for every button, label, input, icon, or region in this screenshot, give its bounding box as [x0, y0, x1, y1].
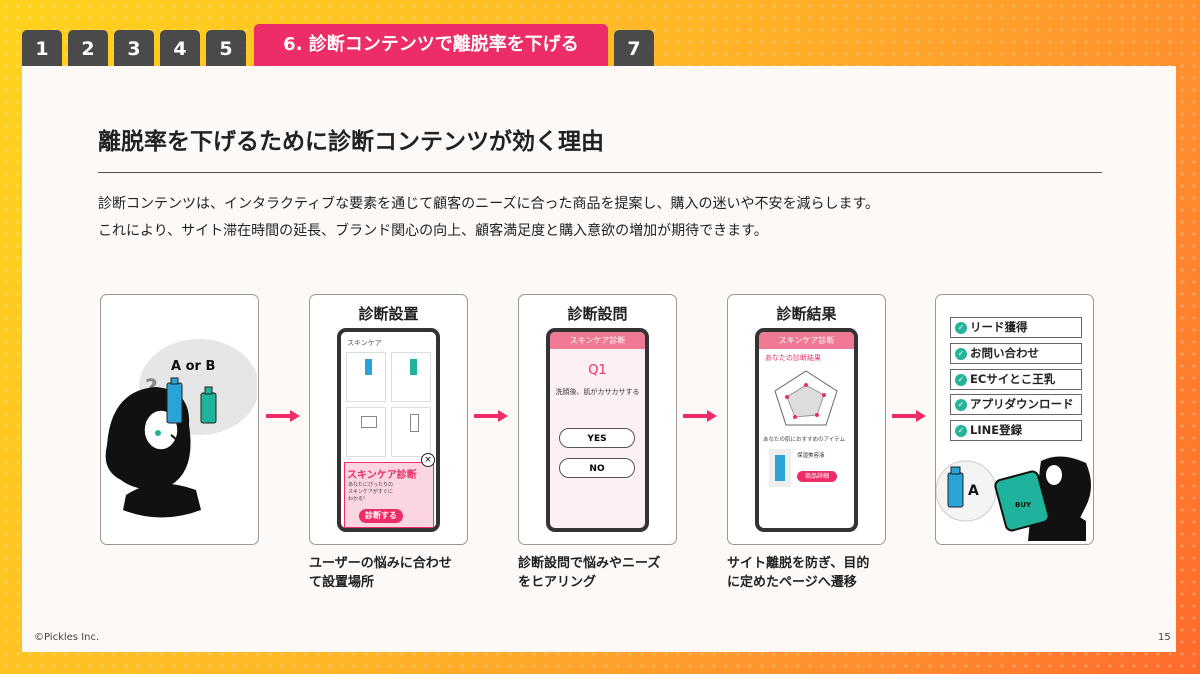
question-text: 洗顔後、肌がカサカサする: [555, 388, 640, 396]
thinking-woman-illustration: ?: [105, 339, 257, 518]
product-tile: [391, 407, 431, 457]
a-or-b-label: A or B: [171, 359, 216, 374]
description-line-2: これにより、サイト滞在時間の延長、ブランド関心の向上、顧客満足度と購入意欲の増加…: [98, 223, 768, 239]
radar-chart-icon: [774, 370, 838, 426]
diagnosis-header-bar: スキンケア診断: [550, 332, 645, 349]
yes-button[interactable]: YES: [559, 428, 635, 448]
phone-mockup-result: スキンケア診断 あなたの診断結果 あなたの肌におすすめのアイテム 保湿美容液 商…: [755, 328, 858, 532]
panel-questions: 診断設問 スキンケア診断 Q1 洗顔後、肌がカサカサする YES NO: [518, 294, 677, 545]
goal-item-ec: ✓ECサイとこ王乳: [950, 369, 1082, 390]
arrow-right-3: [683, 410, 717, 422]
product-a-label: A: [968, 483, 979, 499]
store-header: スキンケア: [347, 339, 382, 347]
result-label: あなたの診断結果: [765, 354, 821, 362]
slide-card: 離脱率を下げるために診断コンテンツが効く理由 診断コンテンツは、インタラクティブ…: [22, 66, 1176, 652]
tab-5[interactable]: 5: [206, 30, 246, 66]
panel-user-thinking: ? A or B: [100, 294, 259, 545]
check-icon: ✓: [955, 347, 967, 360]
panel-goals: ✓リード獲得 ✓お問い合わせ ✓ECサイとこ王乳 ✓アプリダウンロード ✓LIN…: [935, 294, 1094, 545]
panel-title-setup: 診断設置: [358, 305, 419, 323]
product-tile: [391, 352, 431, 402]
popup-title: スキンケア診断: [347, 470, 417, 481]
panel-title-results: 診断結果: [776, 305, 837, 323]
shopping-woman-illustration: [936, 456, 1091, 541]
popup-diagnose-button[interactable]: 診断する: [359, 509, 403, 523]
close-icon[interactable]: ×: [421, 453, 435, 467]
tab-3[interactable]: 3: [114, 30, 154, 66]
panel-setup: 診断設置 スキンケア スキンケア診断 あなたにぴったりのスキンケアがすぐにわかる…: [309, 294, 468, 545]
tab-4[interactable]: 4: [160, 30, 200, 66]
product-tile: [346, 352, 386, 402]
check-icon: ✓: [955, 321, 967, 334]
tab-1[interactable]: 1: [22, 30, 62, 66]
no-button[interactable]: NO: [559, 458, 635, 478]
title-divider: [98, 172, 1102, 173]
question-number: Q1: [588, 363, 607, 378]
tab-2[interactable]: 2: [68, 30, 108, 66]
product-grid: [341, 352, 436, 457]
caption-setup: ユーザーの悩みに合わせて設置場所: [309, 556, 452, 590]
diagnosis-header-bar: スキンケア診断: [759, 332, 854, 349]
copyright: ©Pickles Inc.: [34, 632, 100, 643]
product-detail-button[interactable]: 商品詳細: [797, 471, 837, 482]
page-number: 15: [1158, 632, 1171, 643]
goal-item-line: ✓LINE登録: [950, 420, 1082, 441]
phone-mockup-store: スキンケア スキンケア診断 あなたにぴったりのスキンケアがすぐにわかる! 診断す…: [337, 328, 440, 532]
popup-text: あなたにぴったりのスキンケアがすぐにわかる!: [348, 482, 394, 502]
page-title: 離脱率を下げるために診断コンテンツが効く理由: [98, 129, 604, 155]
phone-mockup-question: スキンケア診断 Q1 洗顔後、肌がカサカサする YES NO: [546, 328, 649, 532]
check-icon: ✓: [955, 424, 967, 437]
buy-label: BUY: [1015, 501, 1032, 509]
panel-title-questions: 診断設問: [567, 305, 628, 323]
recommend-label: あなたの肌におすすめのアイテム: [763, 437, 845, 443]
product-bottle-icon: [769, 449, 791, 487]
goal-item-app: ✓アプリダウンロード: [950, 394, 1082, 415]
caption-results: サイト離脱を防ぎ、目的に定めたページへ遷移: [727, 556, 870, 590]
product-tile: [346, 407, 386, 457]
arrow-right-1: [266, 410, 300, 422]
product-name: 保湿美容液: [797, 453, 825, 459]
tab-7[interactable]: 7: [614, 30, 654, 66]
recommended-product: 保湿美容液 商品詳細: [759, 447, 854, 492]
check-icon: ✓: [955, 373, 967, 386]
diagnosis-popup[interactable]: スキンケア診断 あなたにぴったりのスキンケアがすぐにわかる! 診断する: [344, 462, 434, 528]
goal-item-contact: ✓お問い合わせ: [950, 343, 1082, 364]
description-line-1: 診断コンテンツは、インタラクティブな要素を通じて顧客のニーズに合った商品を提案し…: [98, 196, 880, 212]
tab-6-active[interactable]: 6. 診断コンテンツで離脱率を下げる: [254, 24, 608, 66]
panel-results: 診断結果 スキンケア診断 あなたの診断結果 あなたの肌におすすめのアイテム 保湿…: [727, 294, 886, 545]
goal-item-lead: ✓リード獲得: [950, 317, 1082, 338]
arrow-right-2: [474, 410, 508, 422]
arrow-right-4: [892, 410, 926, 422]
check-icon: ✓: [955, 398, 967, 411]
caption-questions: 診断設問で悩みやニーズをヒアリング: [518, 556, 661, 590]
